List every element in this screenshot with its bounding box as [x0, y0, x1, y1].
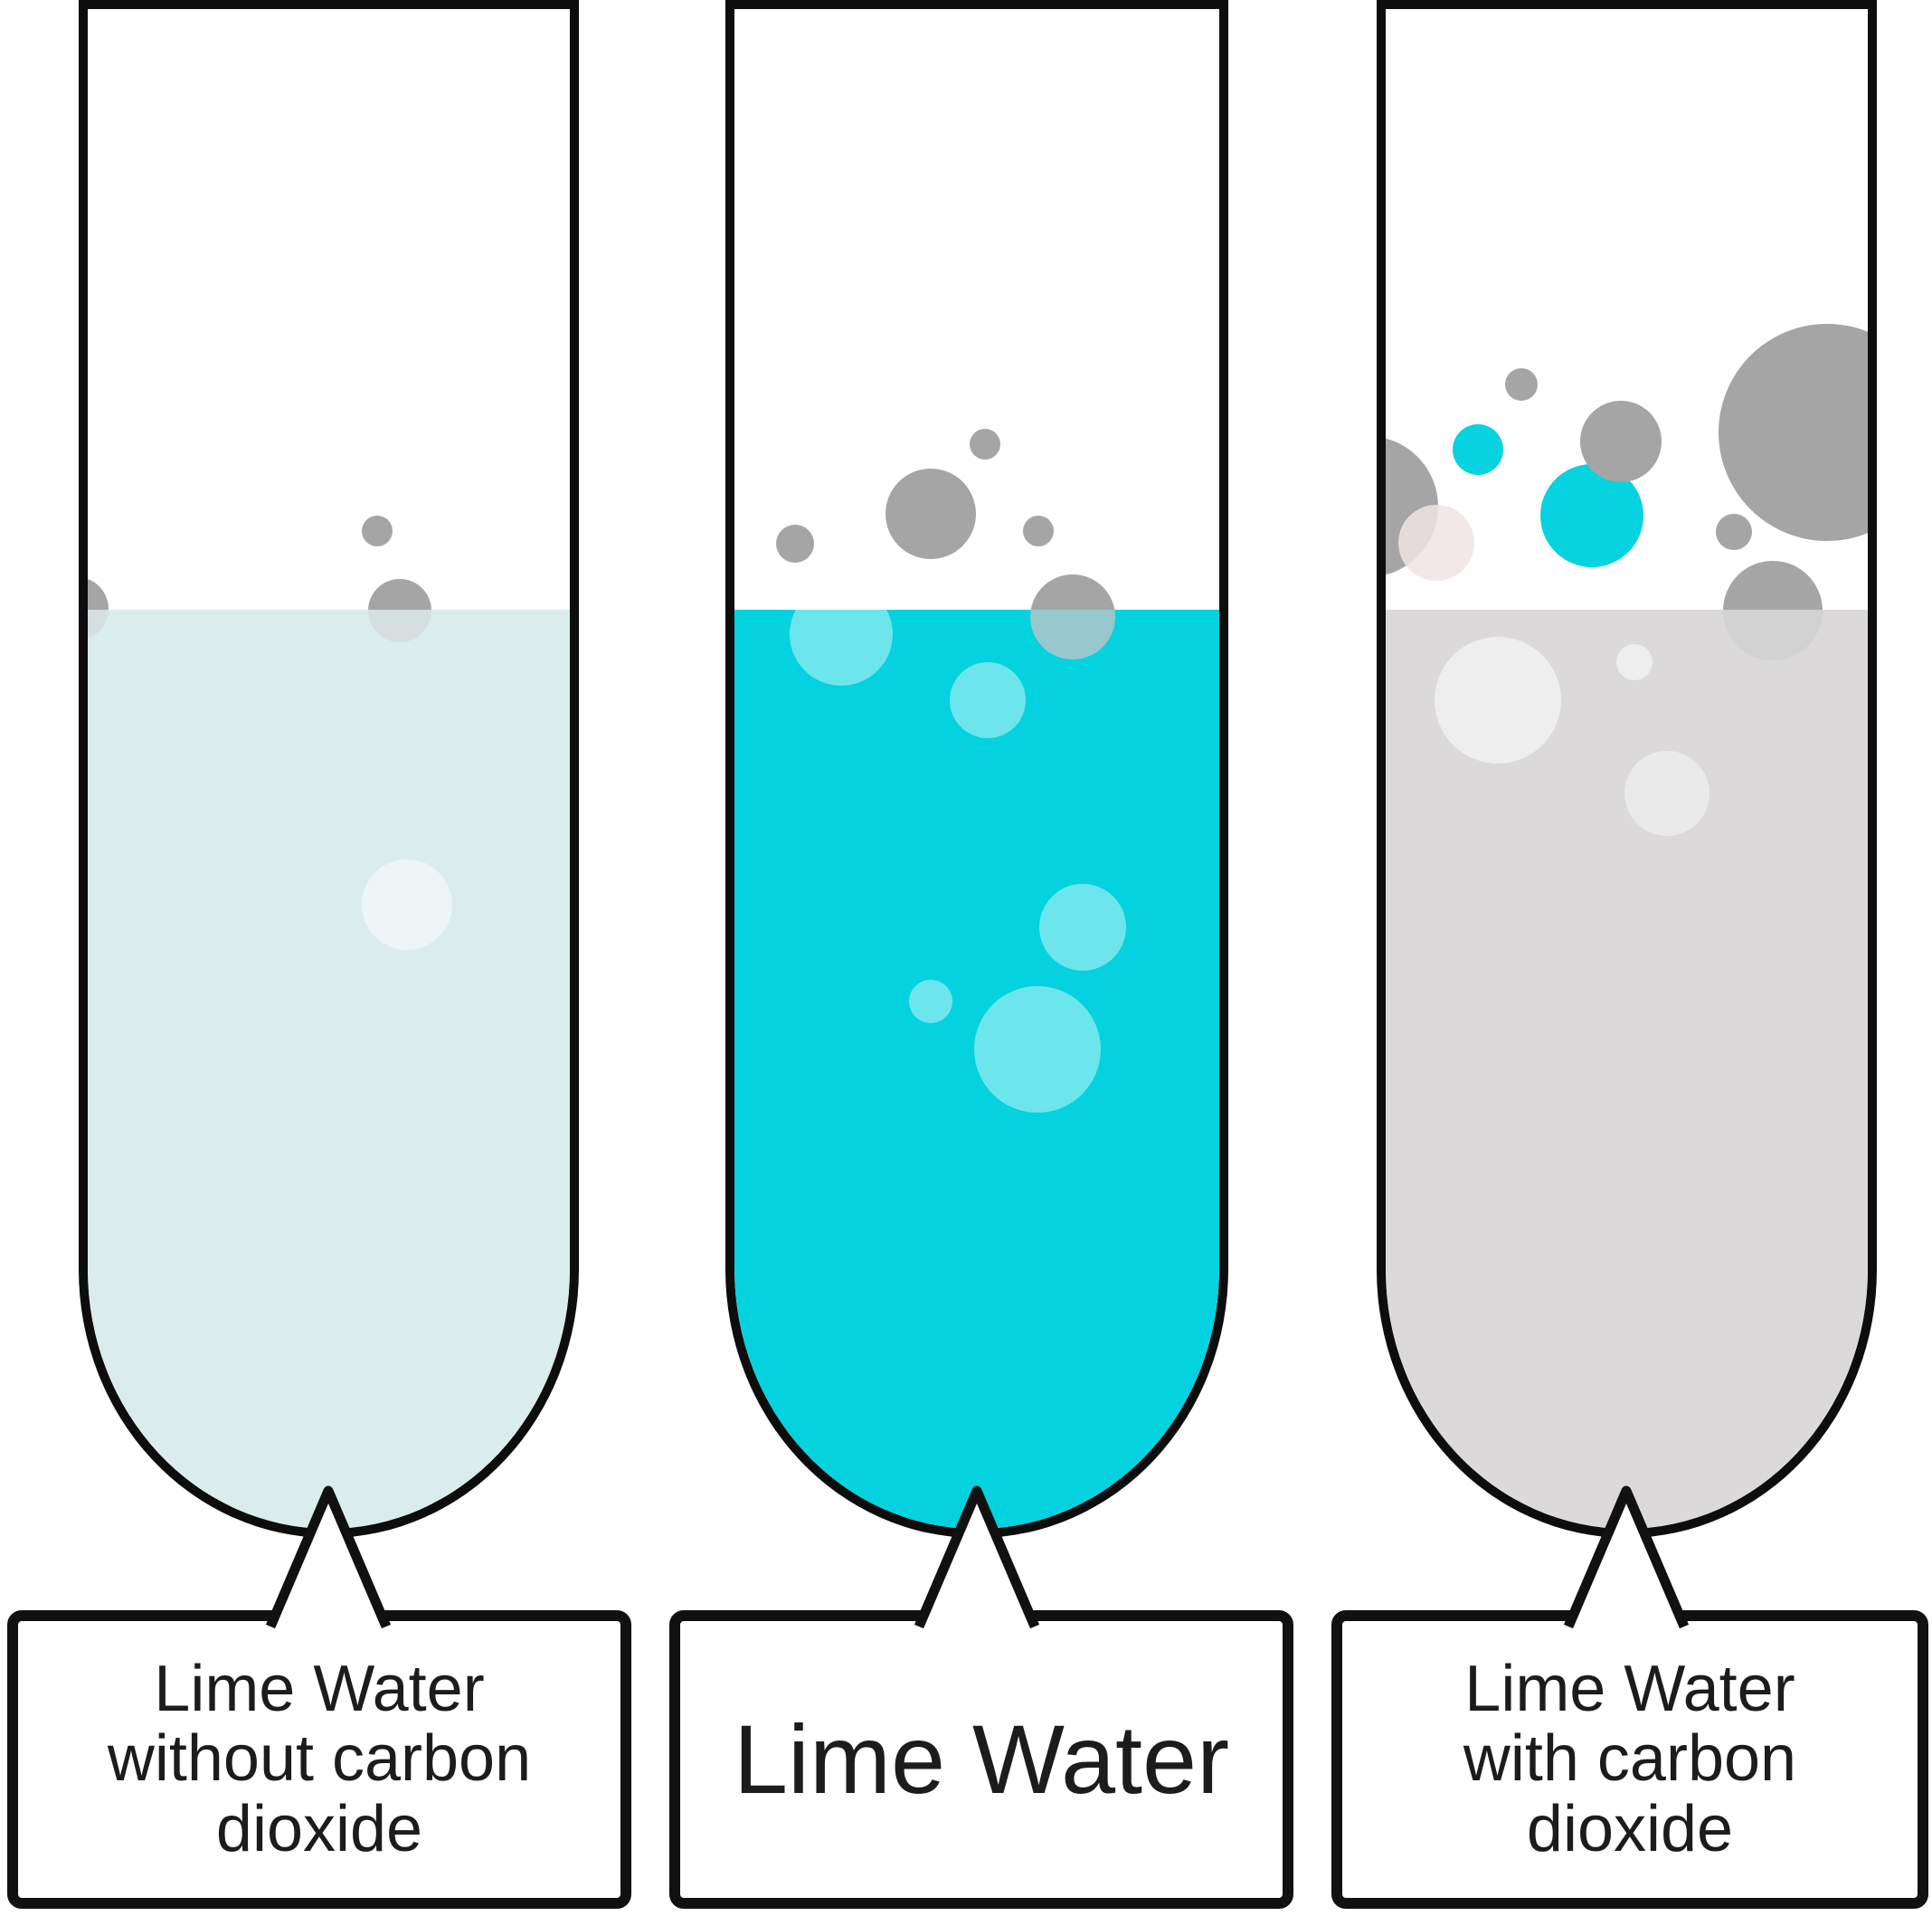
- liquid-lime-water: [734, 610, 1219, 1529]
- gas-bubble: [886, 469, 976, 559]
- label-box-with-co2: Lime Water with carbon dioxide: [1331, 1610, 1928, 1909]
- gas-bubble: [1505, 368, 1538, 401]
- straddle-bubble: [368, 579, 431, 642]
- submerged-bubble: [1435, 637, 1561, 764]
- straddle-bubble: [1723, 561, 1823, 660]
- label-box-without-co2: Lime Water without carbon dioxide: [7, 1610, 631, 1909]
- gas-bubble: [1719, 324, 1868, 541]
- label-text-without-co2: Lime Water without carbon dioxide: [107, 1653, 532, 1865]
- label-text-with-co2: Lime Water with carbon dioxide: [1463, 1653, 1797, 1865]
- submerged-bubble: [1624, 751, 1709, 836]
- test-tube-without-co2: [79, 0, 579, 1538]
- submerged-bubble: [950, 662, 1026, 738]
- tube-interior: [1386, 9, 1868, 1529]
- gas-bubble: [362, 516, 393, 546]
- test-tube-lime-water: [725, 0, 1228, 1538]
- submerged-bubble: [1616, 644, 1653, 680]
- tube-interior: [88, 9, 570, 1529]
- submerged-bubble: [974, 986, 1101, 1113]
- liquid-without-co2: [88, 610, 570, 1529]
- submerged-bubble: [909, 980, 952, 1023]
- gas-bubble: [970, 429, 1000, 460]
- label-box-lime-water: Lime Water: [669, 1610, 1293, 1909]
- gas-bubble: [1580, 401, 1662, 482]
- gas-bubble: [776, 525, 814, 563]
- straddle-bubble: [88, 577, 109, 640]
- submerged-bubble: [1039, 884, 1126, 971]
- tube-interior: [734, 9, 1219, 1529]
- straddle-bubble: [1030, 574, 1115, 659]
- gas-bubble: [1453, 424, 1503, 475]
- submerged-bubble: [362, 859, 452, 950]
- submerged-bubble: [790, 583, 893, 686]
- liquid-with-co2: [1386, 610, 1868, 1529]
- label-text-lime-water: Lime Water: [733, 1704, 1230, 1815]
- gas-bubble: [1398, 505, 1474, 581]
- gas-bubble: [1023, 516, 1054, 546]
- test-tube-with-co2: [1377, 0, 1877, 1538]
- gas-bubble: [1716, 514, 1752, 550]
